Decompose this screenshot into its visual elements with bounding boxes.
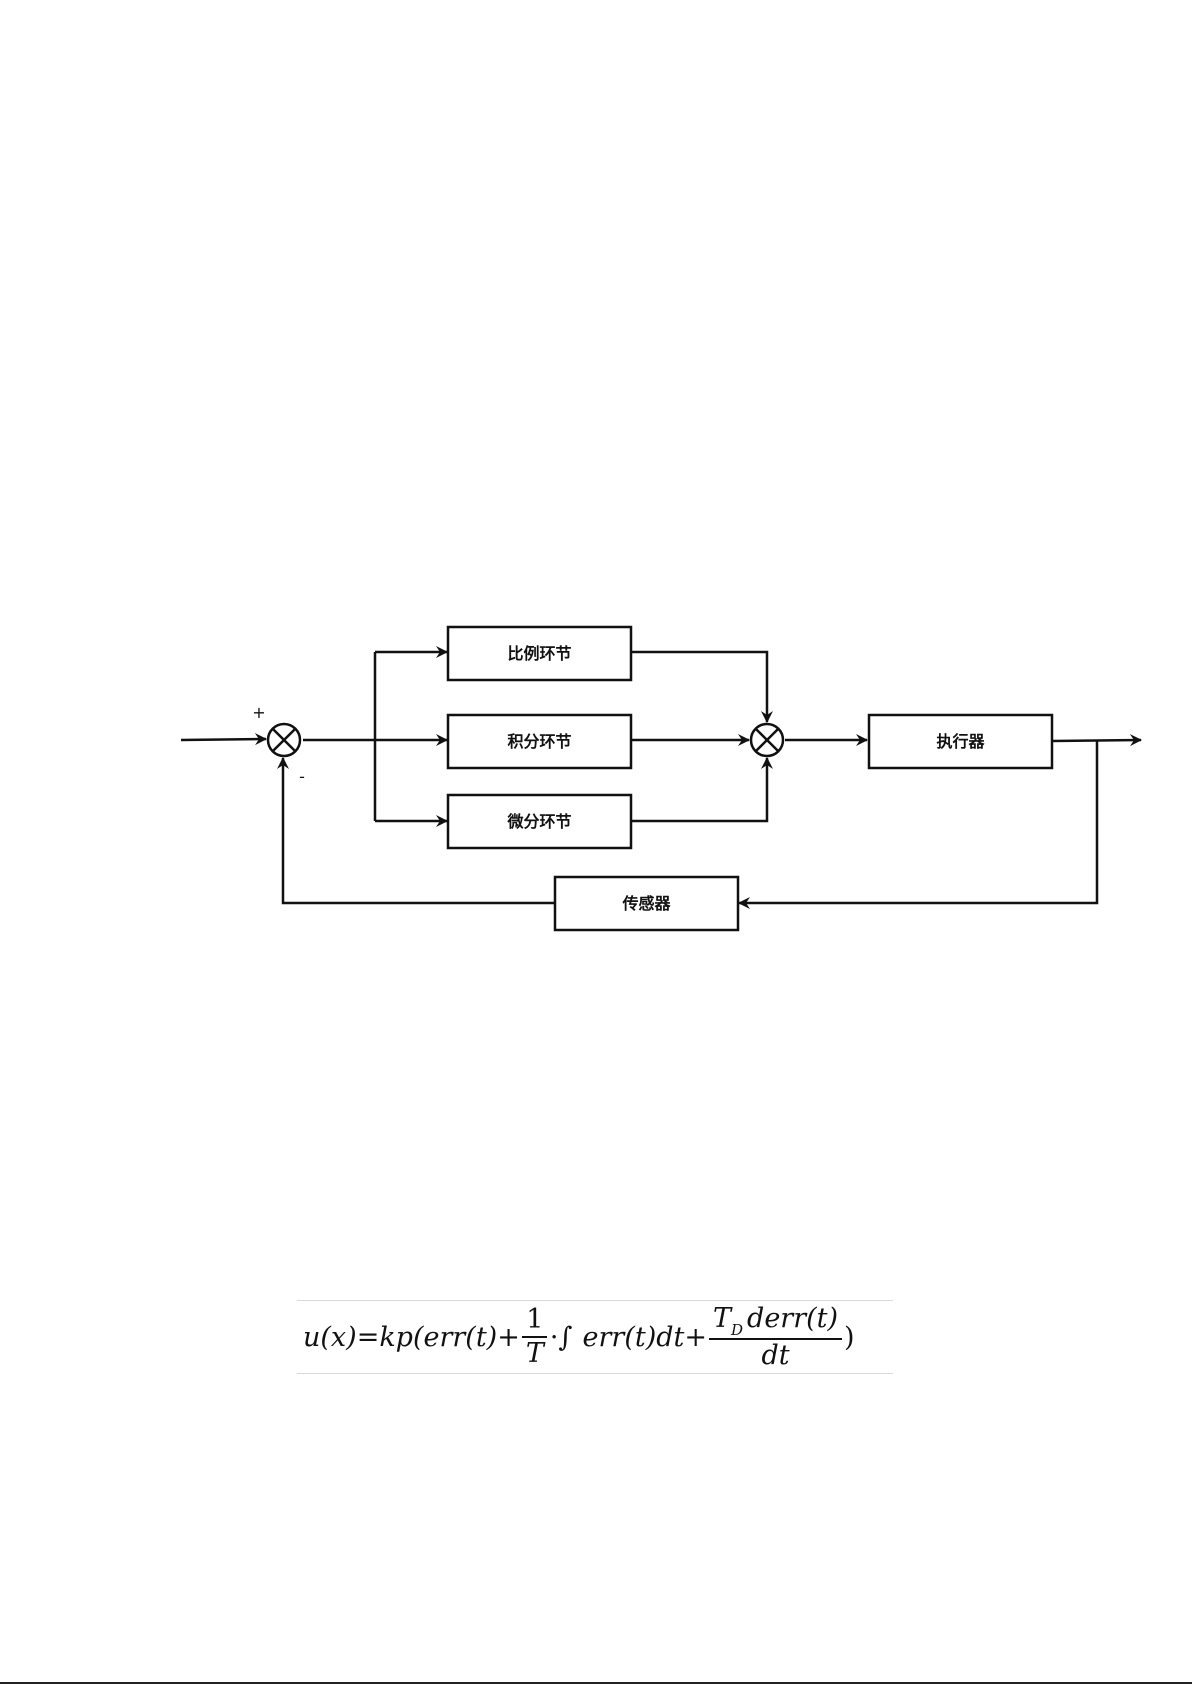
derivative-label: 微分环节 bbox=[506, 812, 571, 831]
fraction-2-denominator: dt bbox=[757, 1340, 793, 1371]
system-output-line bbox=[1052, 740, 1141, 741]
derivative-time-constant: T bbox=[713, 1303, 731, 1334]
proportional-out-line bbox=[631, 652, 767, 722]
derivative-subscript: D bbox=[731, 1321, 743, 1339]
formula-equals: = bbox=[357, 1322, 380, 1353]
derivative-out-line bbox=[631, 758, 767, 821]
formula-error-term: err(t) bbox=[424, 1322, 498, 1353]
formula-dot: · bbox=[550, 1322, 559, 1353]
integral-sign: ∫ bbox=[558, 1322, 572, 1353]
fraction-1-denominator: T bbox=[522, 1338, 548, 1369]
sensor-label: 传感器 bbox=[621, 894, 671, 913]
minus-sign: - bbox=[299, 767, 305, 786]
pid-control-block-diagram: 比例环节 积分环节 微分环节 执行器 传感器 + - bbox=[0, 0, 1192, 1000]
formula-close-paren: ) bbox=[844, 1322, 855, 1353]
page-bottom-rule bbox=[0, 1682, 1192, 1684]
formula-integral-term: err(t)dt bbox=[583, 1322, 685, 1353]
pid-formula-box: u(x) = kp( err(t) + 1 T · ∫ err(t)dt + T… bbox=[297, 1300, 893, 1374]
integral-gain-fraction: 1 T bbox=[522, 1305, 548, 1369]
input-signal-line bbox=[181, 739, 266, 740]
proportional-label: 比例环节 bbox=[507, 644, 571, 663]
integral-label: 积分环节 bbox=[507, 732, 571, 751]
derivative-error-term: derr(t) bbox=[747, 1303, 838, 1334]
fraction-1-numerator: 1 bbox=[522, 1305, 547, 1338]
formula-gain: kp( bbox=[379, 1322, 423, 1353]
plus-sign: + bbox=[252, 703, 265, 722]
summing-junction-1 bbox=[268, 724, 300, 756]
formula-plus-2: + bbox=[684, 1322, 707, 1353]
pid-formula: u(x) = kp( err(t) + 1 T · ∫ err(t)dt + T… bbox=[303, 1304, 855, 1371]
actuator-label: 执行器 bbox=[936, 732, 985, 751]
formula-lhs: u(x) bbox=[303, 1322, 357, 1353]
summing-junction-2 bbox=[751, 724, 783, 756]
feedback-to-sensor-line bbox=[739, 741, 1097, 903]
formula-plus-1: + bbox=[497, 1322, 520, 1353]
